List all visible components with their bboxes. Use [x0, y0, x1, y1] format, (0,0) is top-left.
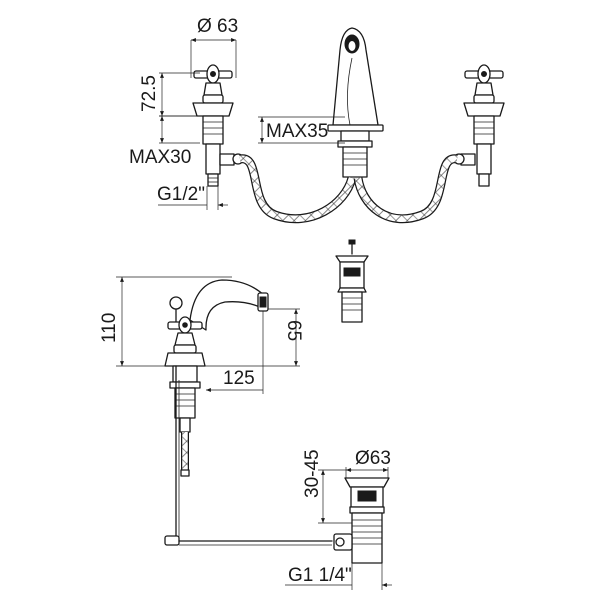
- dim-diameter-top-label: Ø 63: [197, 16, 238, 37]
- braided-hoses: [239, 154, 458, 224]
- popup-waste-large: [318, 467, 390, 564]
- bidet-mixer: [164, 279, 333, 546]
- dim-max35-label: MAX35: [266, 121, 328, 142]
- dim-max30: MAX30: [129, 115, 200, 168]
- monobloc-bidet-view: 110 65 125: [99, 276, 392, 590]
- dim-outlet-height-label: 65: [283, 320, 304, 341]
- bottom-dim-labels: 30-45 Ø63 G1 1/4": [285, 448, 392, 590]
- right-valve: [453, 64, 505, 187]
- dim-outlet-height: 65: [205, 308, 304, 367]
- dim-waste-height-label: 30-45: [302, 449, 323, 498]
- dim-bidet-height-label: 110: [99, 313, 120, 343]
- dim-max30-label: MAX30: [129, 147, 191, 168]
- dim-g12-label: G1/2": [157, 184, 205, 205]
- dim-handle-height-label: 72.5: [139, 75, 160, 112]
- dim-reach-label: 125: [223, 368, 255, 389]
- dim-max35: MAX35: [258, 116, 345, 144]
- left-valve: [190, 40, 244, 187]
- center-spout: [327, 27, 384, 178]
- dim-bidet-height: 110: [99, 276, 232, 367]
- dim-diameter-top: Ø 63: [191, 16, 238, 42]
- dim-reach: 125: [206, 305, 264, 394]
- popup-waste-small: [335, 239, 369, 323]
- dim-waste-diameter-label: Ø63: [355, 448, 391, 469]
- three-hole-set-view: Ø 63 72.5 MAX30 G1/2": [129, 16, 505, 323]
- dim-g12: G1/2": [157, 184, 228, 210]
- dim-waste-thread-label: G1 1/4": [288, 565, 352, 586]
- dim-handle-height: 72.5: [139, 72, 200, 117]
